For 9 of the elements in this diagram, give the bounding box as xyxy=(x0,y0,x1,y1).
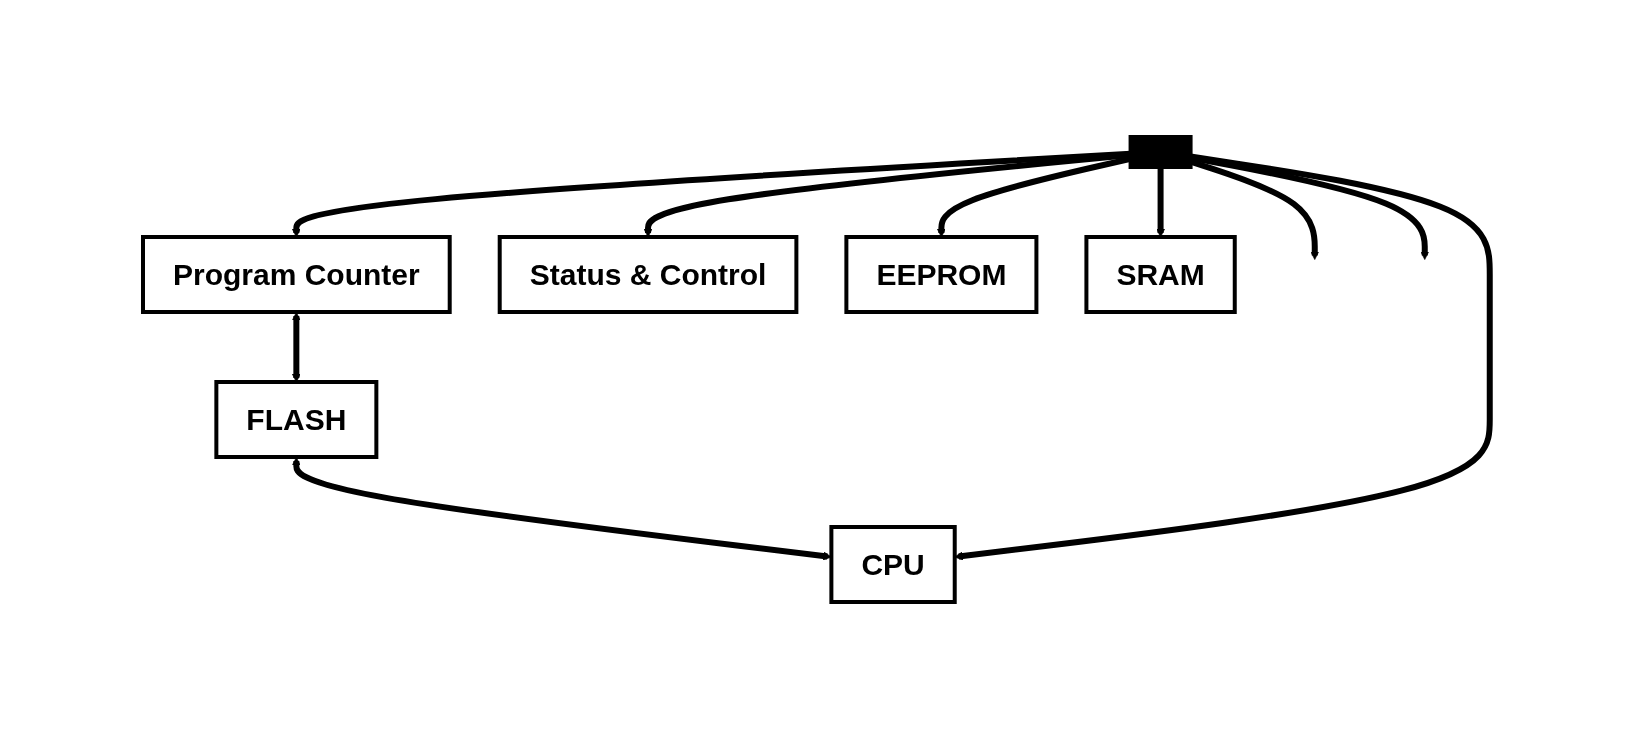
component-box: Status & Control xyxy=(497,235,798,314)
arrow xyxy=(1155,167,1165,238)
component-box: SRAM xyxy=(1084,235,1237,314)
component-box: Program Counter xyxy=(140,235,452,314)
component-box: EEPROM xyxy=(844,235,1039,314)
component-box: FLASH xyxy=(214,380,378,459)
arrow xyxy=(291,312,301,383)
bus-bar xyxy=(1128,135,1193,169)
component-box: CPU xyxy=(829,525,957,604)
